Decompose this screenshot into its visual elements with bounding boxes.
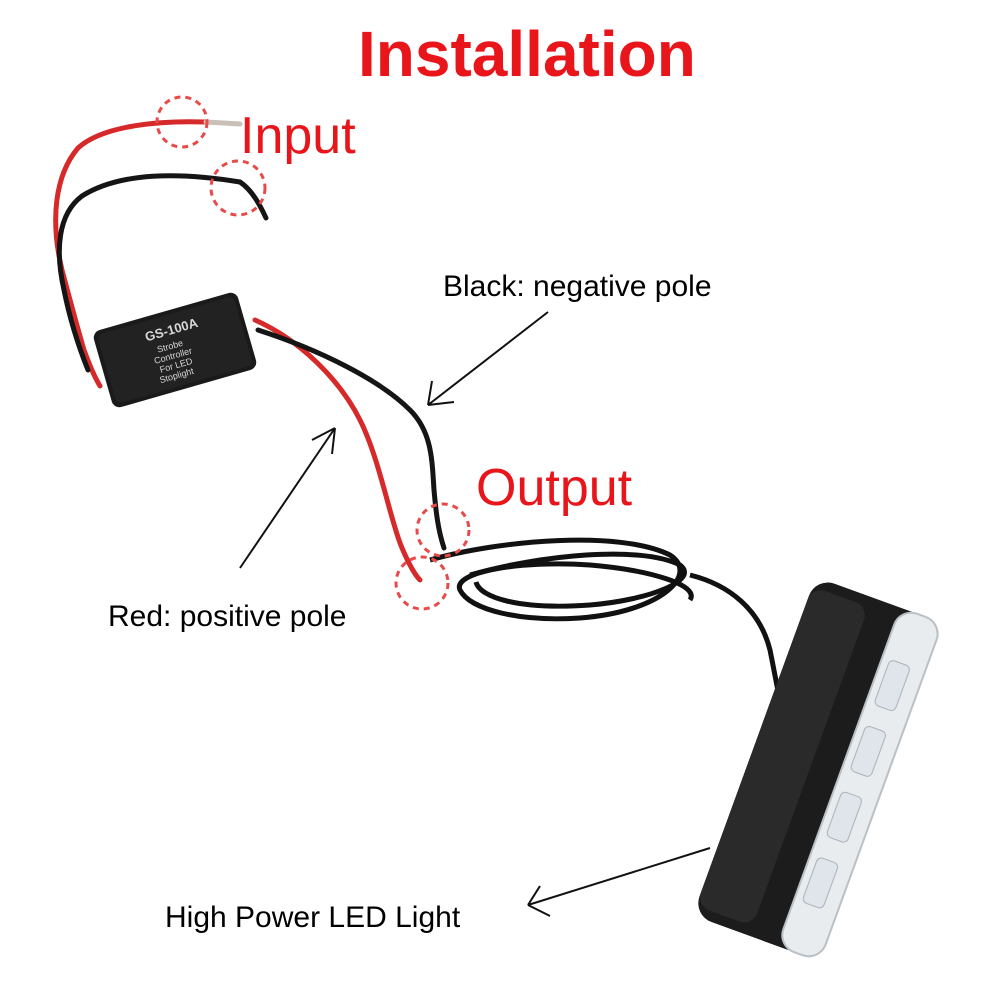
red-arrow (239, 427, 336, 569)
connection-markers (155, 95, 471, 611)
output-label: Output (476, 459, 633, 517)
input-red-marker (155, 95, 209, 149)
black-arrow (427, 311, 549, 406)
strobe-controller-module: GS-100A Strobe Controller For LED Stopli… (93, 292, 257, 408)
output-red-marker (394, 555, 450, 611)
page-title: Installation (358, 18, 696, 90)
input-label: Input (240, 107, 356, 165)
led-light-bar (698, 582, 939, 958)
led-arrow (527, 847, 711, 917)
led-light-label: High Power LED Light (165, 901, 461, 934)
pointer-arrows (239, 311, 711, 917)
input-black-wire-tip (237, 179, 269, 221)
output-black-wire (255, 327, 447, 551)
input-black-wire (56, 173, 243, 373)
input-red-wire-tip (203, 119, 243, 127)
coiled-cable (429, 537, 793, 741)
black-wire-label: Black: negative pole (443, 270, 712, 303)
red-wire-label: Red: positive pole (108, 600, 347, 633)
output-red-wire (252, 317, 423, 583)
input-black-marker (209, 159, 267, 217)
output-black-marker (415, 502, 471, 558)
